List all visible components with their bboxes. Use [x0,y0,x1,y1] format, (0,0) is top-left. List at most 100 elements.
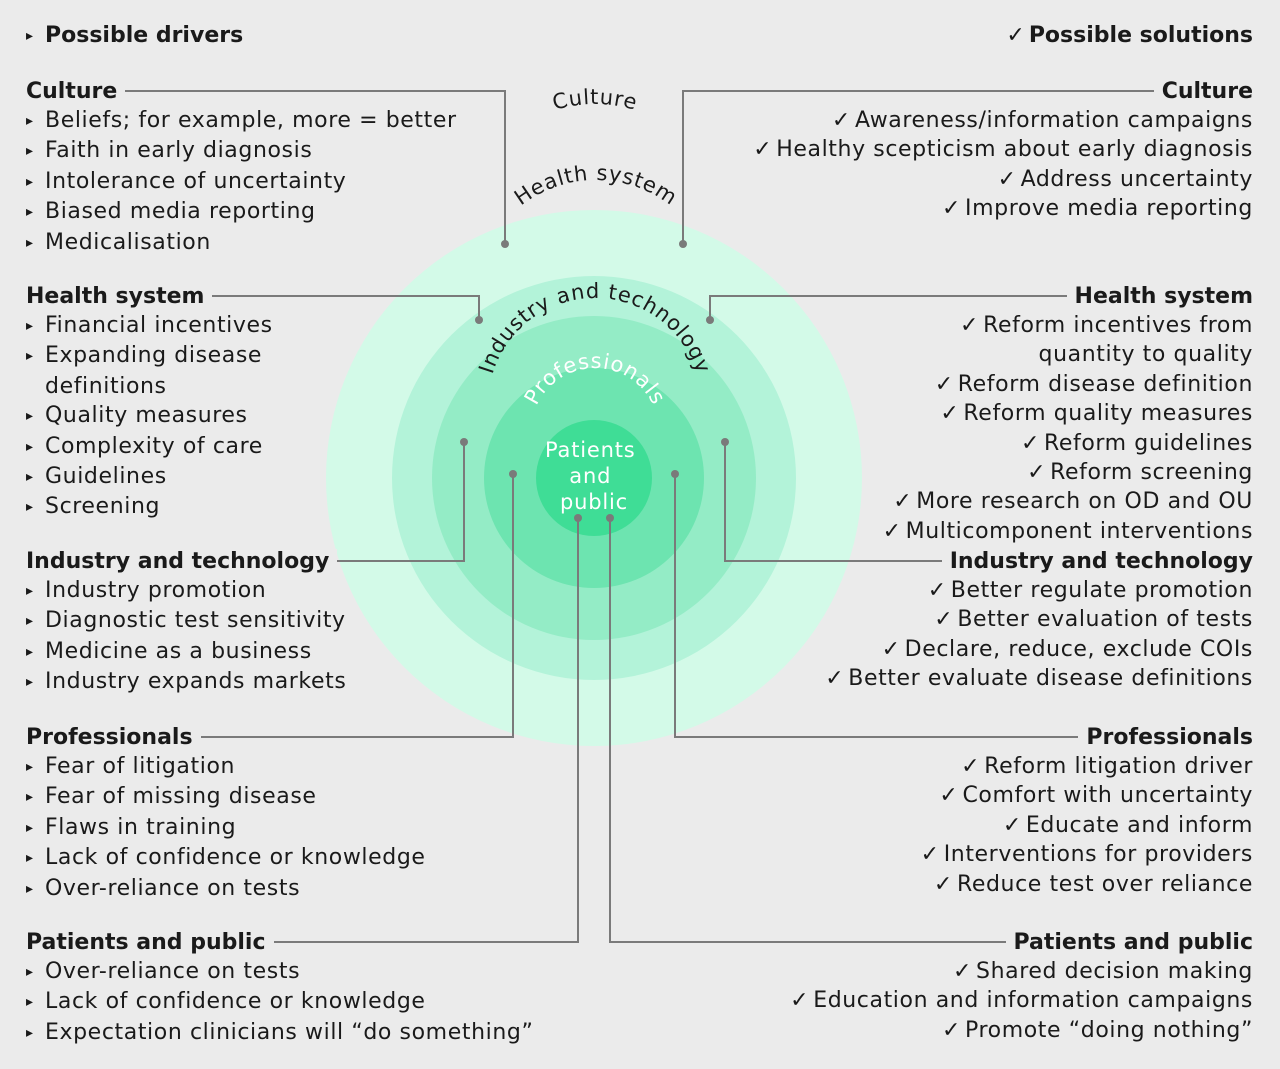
check-icon: ✓ [893,489,913,515]
solution-item-text: Declare, reduce, exclude COIs [904,636,1253,662]
driver-item: ▸ Fear of missing disease [26,782,426,812]
ring-label-culture: Culture [550,85,640,115]
solution-group-title-text: Industry and technology [941,549,1253,574]
check-icon: ✓ [825,666,845,692]
driver-connector-dot-culture [501,240,509,248]
solution-group-title-text: Health system [1066,284,1253,309]
solution-group-title-text: Culture [1153,79,1253,104]
solution-item-text: Reform quality measures [963,401,1253,427]
driver-item-text: Guidelines [45,464,167,490]
solution-item-text: quantity to quality [1038,342,1253,368]
check-icon: ✓ [960,313,980,338]
check-icon: ✓ [939,783,959,809]
solution-item-text: Comfort with uncertainty [962,783,1253,809]
arrow-marker-icon: ▸ [26,674,34,691]
check-icon: ✓ [831,108,851,133]
arrow-marker-icon: ▸ [26,819,34,836]
driver-item: ▸ Medicine as a business [26,637,346,667]
solution-group-patients-and-public: Patients and public✓Shared decision maki… [790,928,1253,1045]
solutions-header-title: Possible solutions [1028,23,1253,48]
driver-item-text: Industry expands markets [45,669,347,695]
check-icon: ✓ [881,636,901,662]
driver-item: ▸ Expanding disease [26,341,273,371]
driver-group-patients-and-public: Patients and public▸Over-reliance on tes… [26,928,533,1048]
check-icon: ✓ [920,842,940,868]
check-icon: ✓ [934,607,954,633]
solution-connector-culture [682,90,1160,244]
check-icon: ✓ [941,1017,962,1043]
solution-item-text: Reform litigation driver [984,754,1253,779]
arrow-marker-icon: ▸ [26,964,34,980]
driver-item: ▸ Complexity of care [26,432,273,462]
solution-item: ✓Better evaluation of tests [825,605,1253,634]
driver-item-text: Fear of litigation [45,754,236,779]
solution-item: ✓Healthy scepticism about early diagnosi… [753,135,1253,164]
solution-item: ✓Address uncertainty [753,165,1253,194]
driver-group-title-text: Health system [26,284,213,309]
driver-item-text: Complexity of care [45,433,263,459]
driver-item: ▸Fear of litigation [26,752,426,782]
driver-item-text: Expanding disease [45,343,263,369]
driver-item-text: Diagnostic test sensitivity [45,608,346,634]
driver-item: ▸Biased media reporting [26,197,457,227]
driver-item: ▸Faith in early diagnosis [26,136,457,166]
solution-item: ✓Comfort with uncertainty [921,781,1253,810]
ring-label-health-system: Health system [510,161,682,210]
driver-item-text: Biased media reporting [45,199,316,225]
solution-connector-patients-and-public [609,518,1160,943]
driver-item-text: Expectation clinicians will “do somethin… [45,1019,534,1045]
driver-item: ▸Beliefs; for example, more = better [26,106,457,136]
solution-item-text: Educate and inform [1025,812,1253,838]
solution-group-title-text: Professionals [1078,725,1253,750]
solution-item: ✓Reform incentives from [883,311,1253,340]
driver-connector-dot-industry-and-technology [460,438,468,446]
solution-item-text: Reform disease definition [957,371,1253,397]
driver-item-text: Beliefs; for example, more = better [45,108,457,133]
solution-item-text: Address uncertainty [1020,166,1253,192]
solution-connector-dot-industry-and-technology [721,438,729,446]
driver-connector-dot-patients-and-public [574,514,582,522]
driver-item-text: Fear of missing disease [45,784,317,810]
check-icon: ✓ [1020,430,1040,456]
driver-item: ▸ Flaws in training [26,813,426,843]
arrow-marker-icon: ▸ [26,348,34,365]
solution-item: quantity to quality [883,340,1253,369]
drivers-header-title: Possible drivers [45,23,244,48]
driver-group-title-text: Professionals [26,725,201,750]
driver-group-title: Culture [26,77,457,106]
driver-item: ▸Intolerance of uncertainty [26,167,457,197]
check-icon: ✓ [753,137,773,163]
check-icon: ✓ [1002,812,1022,838]
driver-connector-dot-health-system [475,316,483,324]
solution-item-text: Better regulate promotion [950,578,1253,603]
solution-item: ✓Multicomponent interventions [883,517,1253,546]
check-icon: ✓ [940,401,960,427]
driver-item-text: Lack of confidence or knowledge [45,845,426,871]
driver-item-text: Screening [45,494,161,520]
driver-item: ▸ Guidelines [26,462,273,492]
check-icon: ✓ [997,166,1017,192]
driver-group-title: Professionals [26,723,426,752]
driver-item-text: Medicalisation [45,229,211,255]
solution-connector-health-system [709,295,1160,320]
driver-item: ▸ Diagnostic test sensitivity [26,606,346,636]
arrow-marker-icon: ▸ [26,789,34,806]
driver-item-text: Industry promotion [45,578,267,603]
arrow-marker-icon: ▸ [26,408,34,425]
arrow-marker-icon: ▸ [26,438,34,455]
solution-item: ✓Reform guidelines [883,429,1253,458]
driver-item: ▸Lack of confidence or knowledge [26,843,426,873]
check-icon: ✓ [961,754,981,779]
arrow-marker-icon: ▸ [26,643,34,660]
solution-item-text: Promote “doing nothing” [965,1017,1253,1043]
driver-item-text: Flaws in training [45,814,237,840]
driver-item: ▸ Industry expands markets [26,667,346,697]
driver-group-title: Patients and public [26,928,533,957]
arrow-marker-icon: ▸ [26,613,34,630]
solution-group-title-text: Patients and public [1005,930,1253,955]
check-icon: ✓ [927,578,947,603]
driver-item-text: Medicine as a business [45,638,312,664]
arrow-marker-icon: ▸ [26,318,34,334]
check-icon: ✓ [933,871,953,897]
arrow-marker-icon: ▸ [26,469,34,486]
